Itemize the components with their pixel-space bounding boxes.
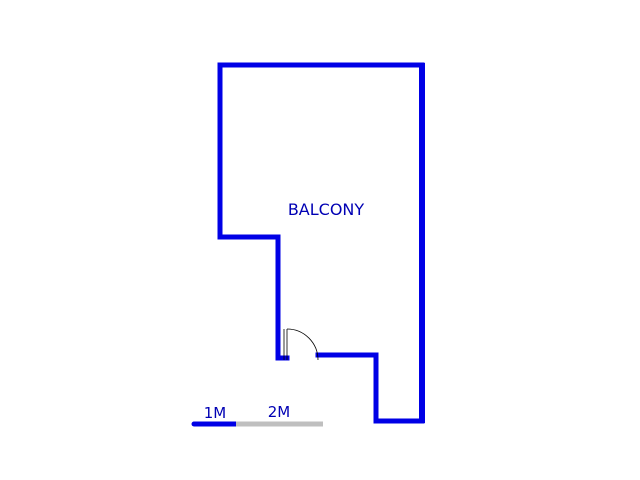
room-label-balcony: BALCONY (288, 200, 365, 219)
outer-wall (217, 62, 425, 424)
scale-label-1m: 1M (204, 404, 227, 422)
balcony-walls (217, 62, 425, 424)
scale-label-2m: 2M (268, 403, 291, 421)
door (283, 328, 319, 361)
scale-bar: 1M 2M (191, 403, 323, 427)
door-swing-arc (286, 328, 319, 361)
